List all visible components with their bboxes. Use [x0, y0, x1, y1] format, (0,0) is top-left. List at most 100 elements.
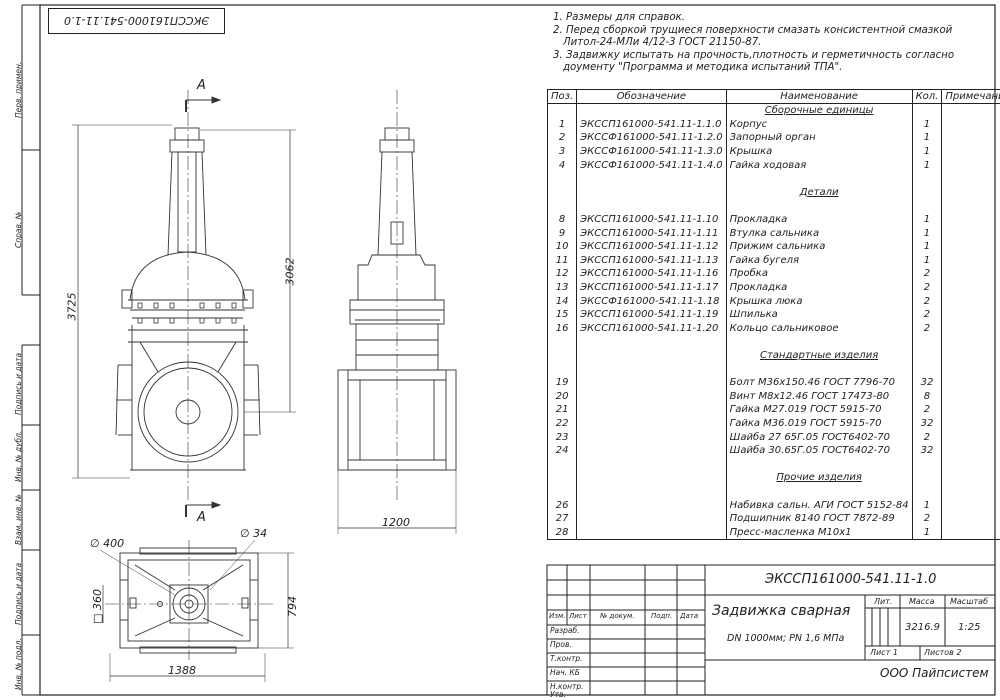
spec-cell-note: [941, 375, 1000, 390]
spec-cell-designation: [576, 430, 727, 444]
tb-role-head-kb: Нач. КБ: [550, 668, 580, 677]
specification-table: Поз. Обозначение Наименование Кол. Приме…: [546, 89, 1000, 541]
tb-mass: 3216.9: [905, 622, 940, 633]
tb-name: Задвижка сварная: [712, 603, 851, 619]
spec-cell-designation: ЭКССФ161000-541.11-1.4.0: [576, 158, 727, 172]
spec-cell-pos: 2: [546, 131, 578, 145]
spec-cell-designation: ЭКССФ161000-541.11-1.3.0: [576, 144, 727, 159]
spec-cell-note: [941, 389, 1000, 404]
spec-cell-designation: ЭКССП161000-541.11-1.1.0: [576, 117, 727, 132]
spec-cell-note: [941, 443, 1000, 458]
spec-cell-note: [941, 511, 1000, 526]
spec-cell-designation: ЭКССФ161000-541.11-1.18: [576, 294, 727, 308]
spec-cell-name: Шайба 30.65Г.05 ГОСТ6402-70: [725, 443, 913, 458]
spec-cell-pos: [546, 171, 578, 186]
spec-cell-pos: [546, 185, 578, 200]
spec-cell-qty: 1: [911, 158, 943, 172]
spec-cell-note: [941, 199, 1000, 213]
spec-cell-note: [941, 525, 1000, 541]
spec-cell-qty: [911, 484, 943, 499]
spec-header-pos: Поз.: [546, 89, 578, 104]
dim-height-total: 3725: [65, 292, 79, 321]
tb-scale-label: Масштаб: [950, 597, 989, 606]
spec-cell-note: [941, 280, 1000, 295]
spec-section-row: Сборочные единицы: [546, 103, 1000, 118]
spec-cell-qty: 2: [911, 294, 943, 308]
spec-row: [546, 335, 1000, 349]
spec-cell-qty: [911, 171, 943, 186]
spec-cell-note: [941, 484, 1000, 499]
spec-section-row: Стандартные изделия: [546, 348, 1000, 363]
dim-length: 1200: [382, 516, 410, 529]
spec-cell-designation: [576, 403, 727, 417]
spec-cell-note: [941, 403, 1000, 417]
spec-cell-pos: 15: [546, 307, 578, 322]
spec-cell-qty: 1: [911, 226, 943, 240]
tb-role-norm-control: Н.контр.: [550, 682, 584, 691]
spec-cell-qty: 1: [911, 131, 943, 145]
spec-header-note: Примечание: [941, 89, 1000, 104]
spec-cell-name: [725, 171, 913, 186]
spec-header-qty: Кол.: [911, 89, 943, 104]
spec-cell-pos: 9: [546, 226, 578, 240]
spec-cell-note: [941, 144, 1000, 159]
spec-cell-pos: 21: [546, 403, 578, 417]
spec-cell-qty: [911, 348, 943, 363]
spec-cell-note: [941, 212, 1000, 227]
spec-cell-note: [941, 321, 1000, 336]
spec-cell-qty: 1: [911, 117, 943, 132]
spec-cell-pos: 20: [546, 389, 578, 404]
tb-scale: 1:25: [958, 622, 981, 633]
spec-cell-name: Втулка сальника: [725, 226, 913, 240]
spec-cell-name: Набивка сальн. АГИ ГОСТ 5152-84: [725, 498, 913, 512]
spec-cell-qty: 1: [911, 212, 943, 227]
tb-role-developer: Разраб.: [550, 626, 580, 635]
spec-section-row: Детали: [546, 185, 1000, 200]
spec-cell-note: [941, 362, 1000, 376]
title-block-grid: [546, 564, 996, 696]
spec-header-name: Наименование: [725, 89, 913, 104]
spec-cell-name: Прокладка: [725, 212, 913, 227]
spec-cell-pos: 11: [546, 253, 578, 268]
spec-cell-qty: 1: [911, 144, 943, 159]
tb-mass-label: Масса: [909, 597, 935, 606]
spec-cell-pos: 27: [546, 511, 578, 526]
spec-cell-note: [941, 185, 1000, 200]
spec-cell-name: Прочие изделия: [725, 471, 913, 485]
tb-col-izm: Изм.: [549, 612, 566, 620]
spec-cell-qty: 2: [911, 403, 943, 417]
spec-cell-designation: ЭКССП161000-541.11-1.12: [576, 239, 727, 254]
spec-cell-qty: [911, 471, 943, 485]
spec-row: [546, 484, 1000, 499]
spec-cell-pos: 22: [546, 416, 578, 431]
spec-cell-note: [941, 416, 1000, 431]
spec-cell-designation: [576, 199, 727, 213]
spec-cell-designation: ЭКССП161000-541.11-1.20: [576, 321, 727, 336]
spec-cell-pos: [546, 484, 578, 499]
spec-cell-note: [941, 307, 1000, 322]
spec-cell-name: Детали: [725, 185, 913, 200]
spec-cell-name: Крышка: [725, 144, 913, 159]
spec-cell-note: [941, 158, 1000, 172]
spec-cell-designation: ЭКССП161000-541.11-1.13: [576, 253, 727, 268]
spec-cell-qty: [911, 199, 943, 213]
spec-cell-name: Прижим сальника: [725, 239, 913, 254]
spec-cell-designation: [576, 416, 727, 431]
spec-cell-pos: 12: [546, 267, 578, 281]
dim-diameter-flange: ∅ 400: [90, 537, 125, 550]
side-view: [337, 90, 457, 534]
spec-cell-pos: 28: [546, 525, 578, 541]
spec-cell-pos: 23: [546, 430, 578, 444]
spec-cell-designation: [576, 443, 727, 458]
spec-row: [546, 199, 1000, 213]
spec-cell-pos: 3: [546, 144, 578, 159]
spec-cell-name: Болт М36х150.46 ГОСТ 7796-70: [725, 375, 913, 390]
